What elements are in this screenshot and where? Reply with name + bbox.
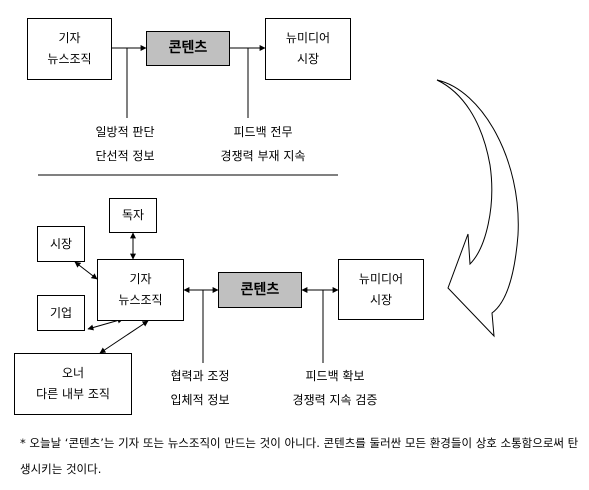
owner-line1: 오너 bbox=[61, 366, 85, 380]
owner-box: 오너 다른 내부 조직 bbox=[14, 353, 132, 415]
top-newmedia-box: 뉴미디어 시장 bbox=[265, 18, 351, 80]
top-content-box: 콘텐츠 bbox=[146, 31, 230, 66]
bottom-reporter-line1: 기자 bbox=[129, 272, 152, 286]
top-right-note: 피드백 전무 경쟁력 부재 지속 bbox=[198, 120, 328, 168]
bottom-right-note-line2: 경쟁력 지속 검증 bbox=[292, 393, 378, 407]
bottom-newmedia-line2: 시장 bbox=[369, 292, 393, 307]
bottom-left-note: 협력과 조정 입체적 정보 bbox=[150, 364, 250, 412]
bottom-newmedia-line1: 뉴미디어 bbox=[358, 271, 404, 286]
bottom-content-box: 콘텐츠 bbox=[218, 272, 302, 308]
bottom-content-label: 콘텐츠 bbox=[240, 281, 280, 298]
top-right-note-line2: 경쟁력 부재 지속 bbox=[220, 149, 306, 163]
top-content-label: 콘텐츠 bbox=[168, 40, 208, 56]
top-reporter-box: 기자 뉴스조직 bbox=[27, 18, 112, 80]
footnote: * 오늘날 ‘콘텐츠’는 기자 또는 뉴스조직이 만드는 것이 아니다. 콘텐츠… bbox=[20, 436, 579, 476]
bottom-right-note-line1: 피드백 확보 bbox=[305, 369, 365, 383]
company-box: 기업 bbox=[37, 295, 85, 331]
top-newmedia-line2: 시장 bbox=[296, 52, 320, 66]
company-label: 기업 bbox=[49, 305, 73, 320]
top-left-note-line1: 일방적 판단 bbox=[95, 125, 155, 139]
bottom-reporter-line2: 뉴스조직 bbox=[118, 293, 163, 307]
reader-label: 독자 bbox=[121, 208, 145, 222]
top-reporter-line2: 뉴스조직 bbox=[47, 52, 92, 66]
top-right-note-line1: 피드백 전무 bbox=[233, 125, 293, 139]
owner-line2: 다른 내부 조직 bbox=[36, 387, 110, 401]
market-box: 시장 bbox=[37, 226, 85, 262]
bottom-newmedia-box: 뉴미디어 시장 bbox=[338, 259, 424, 320]
market-label: 시장 bbox=[49, 236, 73, 251]
bottom-left-note-line1: 협력과 조정 bbox=[170, 369, 230, 383]
top-left-note-line2: 단선적 정보 bbox=[95, 149, 155, 163]
arrow-market-reporter bbox=[74, 261, 98, 280]
bottom-right-note: 피드백 확보 경쟁력 지속 검증 bbox=[270, 364, 400, 412]
top-left-note: 일방적 판단 단선적 정보 bbox=[75, 120, 175, 168]
transition-curved-arrow-icon bbox=[436, 79, 519, 338]
bottom-reporter-box: 기자 뉴스조직 bbox=[97, 259, 184, 321]
bottom-left-note-line2: 입체적 정보 bbox=[170, 393, 230, 407]
top-newmedia-line1: 뉴미디어 bbox=[285, 31, 331, 45]
arrow-owner-reporter bbox=[99, 320, 149, 354]
reader-box: 독자 bbox=[109, 198, 157, 233]
top-reporter-line1: 기자 bbox=[58, 31, 81, 45]
